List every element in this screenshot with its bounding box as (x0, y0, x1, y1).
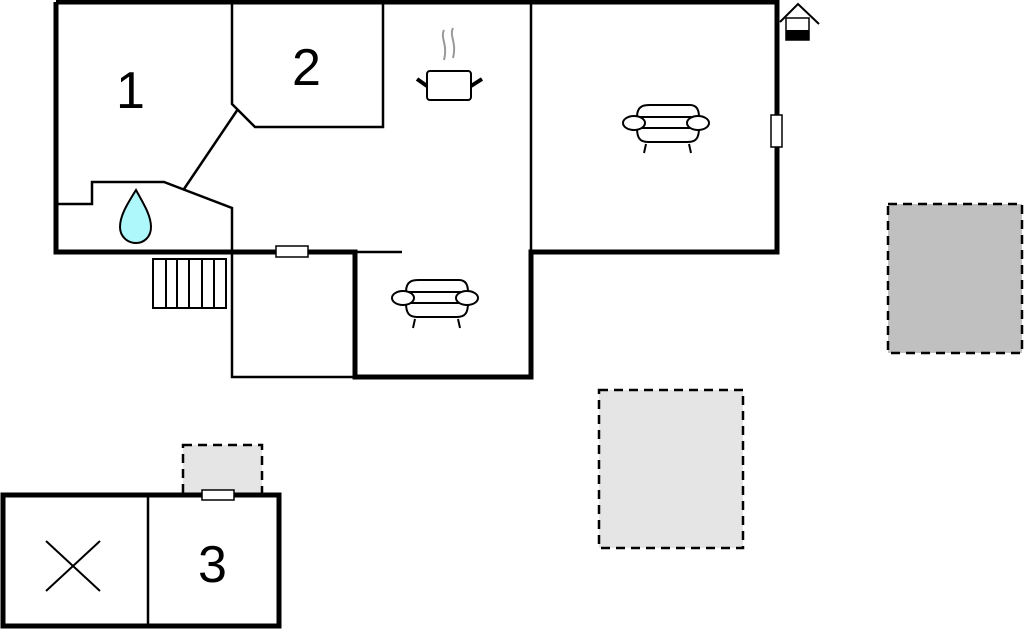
window-hall (275, 245, 309, 258)
window-annex (201, 489, 235, 501)
cooking-pot-icon (415, 27, 484, 101)
terrace-middle (597, 388, 745, 550)
room-1-label: 1 (116, 62, 145, 120)
interior-walls (58, 2, 533, 379)
armchair-icon (391, 279, 479, 329)
annex-walls (0, 492, 282, 629)
water-drop-icon (118, 187, 153, 245)
terrace-right (886, 202, 1024, 355)
stairs-icon (152, 258, 227, 309)
room-2-label: 2 (292, 39, 321, 97)
cross-icon (45, 540, 101, 592)
outer-walls (53, 0, 780, 380)
armchair-icon (622, 104, 710, 154)
window-living (770, 114, 783, 148)
house-well-icon (779, 2, 820, 41)
room-3-label: 3 (198, 536, 227, 594)
terrace-small (181, 443, 264, 497)
